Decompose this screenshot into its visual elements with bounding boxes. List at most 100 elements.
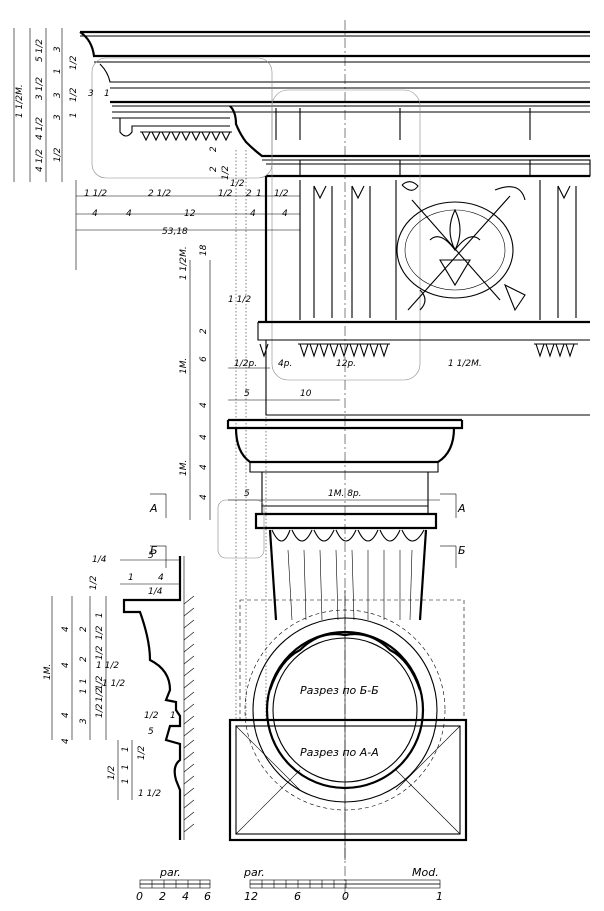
dim-pv-1/2h: 1/2 xyxy=(107,765,117,780)
dim-3-1/2: 3 1/2 xyxy=(35,77,45,100)
dim-f-2: 2 xyxy=(199,328,209,334)
scale-left-tick-6: 6 xyxy=(204,890,211,903)
dim-p-4: 4 xyxy=(158,573,164,583)
dim-f-4b: 4 xyxy=(199,434,209,440)
dim-f-6: 6 xyxy=(199,356,209,362)
section-b-right: Б xyxy=(458,544,466,557)
dim-pv-1c: 1 xyxy=(79,688,89,694)
dim-pv-4: 4 xyxy=(61,626,71,632)
dim-s-2b: 2 xyxy=(209,166,219,172)
dim-pv-1g: 1 xyxy=(121,778,131,784)
dim-p-5: 5 xyxy=(148,551,154,561)
dim-pv-5: 5 xyxy=(148,727,154,737)
dim-c-1M8r: 1М. 8р. xyxy=(328,489,362,499)
dim-h-4a: 4 xyxy=(92,209,98,219)
dim-1b: 1 xyxy=(69,112,79,118)
dim-h-1/2b: 1/2 xyxy=(274,189,289,199)
dim-3b: 3 xyxy=(53,92,63,98)
dim-p-1/4: 1/4 xyxy=(92,555,107,565)
dim-5-1/2: 5 1/2 xyxy=(35,39,45,62)
dim-f-1-1/2: 1 1/2 xyxy=(228,295,251,305)
dim-f-4c: 4 xyxy=(199,464,209,470)
dim-r-1/2: 1/2р. xyxy=(234,359,257,369)
dim-pv-4d: 4 xyxy=(61,738,71,744)
cornice xyxy=(79,30,591,381)
dim-pv-1/2c: 1/2 xyxy=(95,675,105,690)
dim-pv-1/2: 1/2 xyxy=(95,625,105,640)
scale-left-title: par. xyxy=(159,866,181,879)
dim-pv-1: 1 xyxy=(95,612,105,618)
dim-h-12: 12 xyxy=(184,209,196,219)
dim-c-5: 5 xyxy=(244,389,250,399)
dim-c-5b: 5 xyxy=(244,489,250,499)
section-label-b-b: Разрез по Б-Б xyxy=(300,684,379,697)
dim-s-1/2a: 1/2 xyxy=(221,165,231,180)
dim-pv-1-1/2: 1 1/2 xyxy=(96,661,119,671)
plan-section xyxy=(228,590,468,860)
dim-pv-4b: 4 xyxy=(61,662,71,668)
scale-right-title: par. xyxy=(243,866,265,879)
dim-f-4d: 4 xyxy=(199,494,209,500)
dim-h-1-1/2: 1 1/2 xyxy=(84,189,107,199)
dim-pv-4c: 4 xyxy=(61,712,71,718)
dim-pv-2b: 2 xyxy=(79,656,89,662)
dim-h-1a: 1 xyxy=(256,189,262,199)
dim-pv-1d: 1 xyxy=(170,711,176,721)
dim-3: 3 xyxy=(53,46,63,52)
capital xyxy=(217,418,464,621)
dim-1/2: 1/2 xyxy=(69,55,79,70)
dim-h-3: 3 xyxy=(88,89,94,99)
dim-f-4a: 4 xyxy=(199,402,209,408)
dim-h-53,18: 53,18 xyxy=(162,227,188,237)
scale-right-mod: Mod. xyxy=(412,866,439,879)
dim-h-1: 1 xyxy=(104,89,110,99)
scale-bar-left: par. 0 2 4 6 xyxy=(136,866,211,903)
dim-pv-1-1/2b: 1 1/2 xyxy=(102,679,125,689)
dim-pv-1f: 1 xyxy=(121,764,131,770)
section-a-left: А xyxy=(149,502,158,515)
dim-r-4: 4р. xyxy=(278,359,292,369)
dim-f-18: 18 xyxy=(199,244,209,256)
dim-h-2: 2 xyxy=(246,189,252,199)
dim-pv-3: 3 xyxy=(79,718,89,724)
dim-pv-1/2f: 1/2 xyxy=(144,711,159,721)
scale-bar-right: par. Mod. 12 6 0 1 xyxy=(243,866,443,903)
dim-h-4b: 4 xyxy=(126,209,132,219)
dim-1/2c: 1/2 xyxy=(53,147,63,162)
dim-pv-1-1/2c: 1 1/2 xyxy=(138,789,161,799)
dim-1: 1 xyxy=(53,68,63,74)
dim-pv-1e: 1 xyxy=(121,746,131,752)
scale-right-tick-12: 12 xyxy=(244,890,258,903)
scale-right-tick-6: 6 xyxy=(294,890,301,903)
dim-pv-1/2d: 1/2 xyxy=(95,687,105,702)
dim-3c: 3 xyxy=(53,114,63,120)
dim-h-4c: 4 xyxy=(250,209,256,219)
dim-r-1-1/2M: 1 1/2М. xyxy=(448,359,482,369)
dim-pv-1b: 1 xyxy=(79,678,89,684)
section-a-right: А xyxy=(457,502,466,515)
base-profile xyxy=(122,556,195,840)
dim-p-1: 1 xyxy=(128,573,134,583)
dim-f-1M: 1М. xyxy=(179,358,189,374)
dim-1-1/2M: 1 1/2М. xyxy=(15,84,25,118)
coat-of-arms-ornament xyxy=(396,181,526,312)
dim-4-1/2: 4 1/2 xyxy=(35,117,45,140)
dim-1/2b: 1/2 xyxy=(69,87,79,102)
scale-left-tick-2: 2 xyxy=(159,890,166,903)
scale-right-tick-1: 1 xyxy=(436,890,443,903)
dim-4-1/2b: 4 1/2 xyxy=(35,149,45,172)
dim-c-10: 10 xyxy=(300,389,312,399)
dim-pv-1/2b: 1/2 xyxy=(95,645,105,660)
dim-h-4d: 4 xyxy=(282,209,288,219)
dim-s-2a: 2 xyxy=(209,146,219,152)
dim-r-12: 12р. xyxy=(336,359,356,369)
dim-f-1M-b: 1М. xyxy=(179,460,189,476)
scale-left-tick-4: 4 xyxy=(182,890,189,903)
dim-pv-1M: 1М. xyxy=(43,664,53,680)
dim-h-1/2: 1/2 xyxy=(218,189,233,199)
scale-left-tick-0: 0 xyxy=(136,890,143,903)
dim-f-1-1/2M: 1 1/2М. xyxy=(179,246,189,280)
dim-h-1/2c: 1/2 xyxy=(230,179,245,189)
dim-p-1/4b: 1/4 xyxy=(148,587,163,597)
